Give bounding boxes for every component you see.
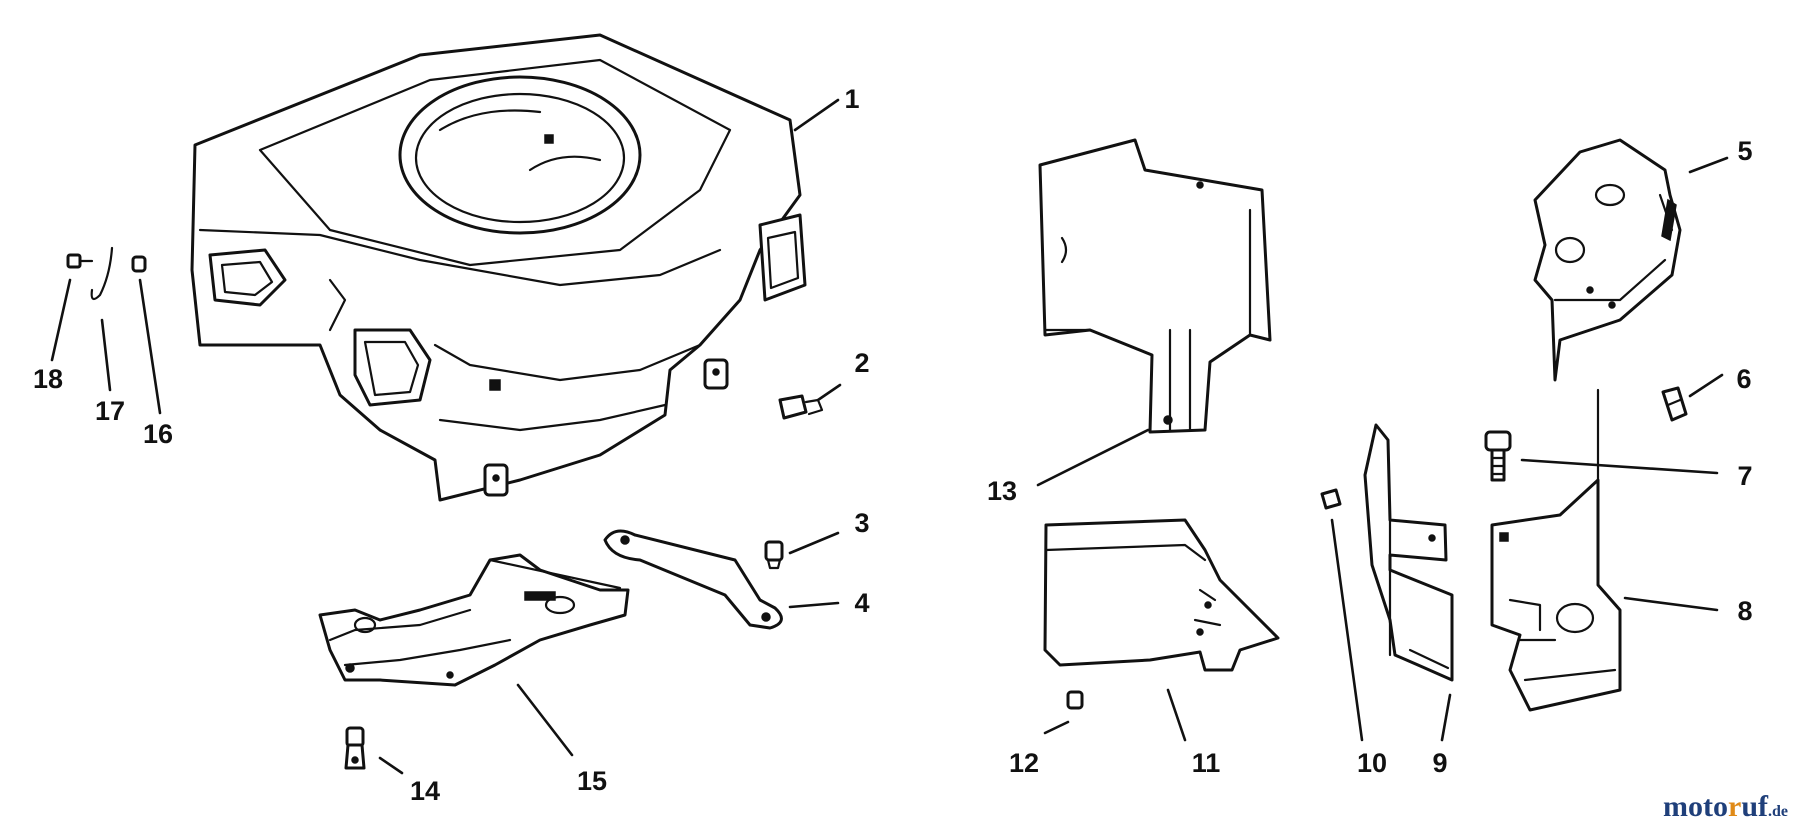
watermark-rest: uf bbox=[1741, 790, 1768, 823]
callout-13: 13 bbox=[987, 476, 1017, 506]
part-5-upper-bracket bbox=[1533, 138, 1682, 382]
part-12-screw bbox=[1066, 690, 1084, 710]
part-15-bracket bbox=[318, 553, 630, 687]
watermark-tld: .de bbox=[1768, 803, 1788, 820]
callout-9: 9 bbox=[1432, 748, 1447, 778]
callout-17: 17 bbox=[95, 396, 125, 426]
watermark-logo: motoruf.de bbox=[1663, 790, 1788, 824]
callout-7: 7 bbox=[1737, 461, 1752, 491]
callout-8: 8 bbox=[1737, 596, 1752, 626]
leader-lines bbox=[50, 98, 1729, 775]
part-8-side-panel bbox=[1490, 388, 1622, 712]
part-6-bolt bbox=[1661, 386, 1688, 422]
callout-18: 18 bbox=[33, 364, 63, 394]
watermark-accent: r bbox=[1727, 790, 1742, 823]
part-3-nut bbox=[764, 540, 784, 570]
callout-1: 1 bbox=[844, 84, 859, 114]
part-9-panel bbox=[1363, 423, 1454, 682]
callout-11: 11 bbox=[1192, 748, 1221, 778]
callout-3: 3 bbox=[854, 508, 869, 538]
part-11-lower-shroud bbox=[1043, 518, 1280, 672]
callout-6: 6 bbox=[1736, 364, 1751, 394]
callout-12: 12 bbox=[1009, 748, 1039, 778]
callout-5: 5 bbox=[1737, 136, 1752, 166]
part-17-wire-clip bbox=[90, 246, 114, 301]
part-4-strap bbox=[603, 529, 783, 630]
callout-4: 4 bbox=[854, 588, 869, 618]
part-16-clip bbox=[131, 255, 147, 273]
callout-2: 2 bbox=[854, 348, 869, 378]
part-18-screw bbox=[66, 253, 94, 269]
part-2-bolt bbox=[778, 394, 824, 420]
watermark-main: moto bbox=[1663, 790, 1728, 823]
part-10-screw bbox=[1320, 488, 1342, 510]
part-13-upper-shroud bbox=[1038, 138, 1272, 434]
callout-16: 16 bbox=[143, 419, 173, 449]
part-7-bolt bbox=[1484, 430, 1512, 482]
part-1-blower-housing bbox=[190, 33, 807, 502]
callout-10: 10 bbox=[1357, 748, 1387, 778]
callout-14: 14 bbox=[410, 776, 440, 806]
part-14-screw bbox=[344, 726, 366, 770]
callout-15: 15 bbox=[577, 766, 607, 796]
callout-labels: 1 2 3 4 5 6 7 8 9 10 11 12 13 14 15 16 1… bbox=[33, 84, 1753, 806]
